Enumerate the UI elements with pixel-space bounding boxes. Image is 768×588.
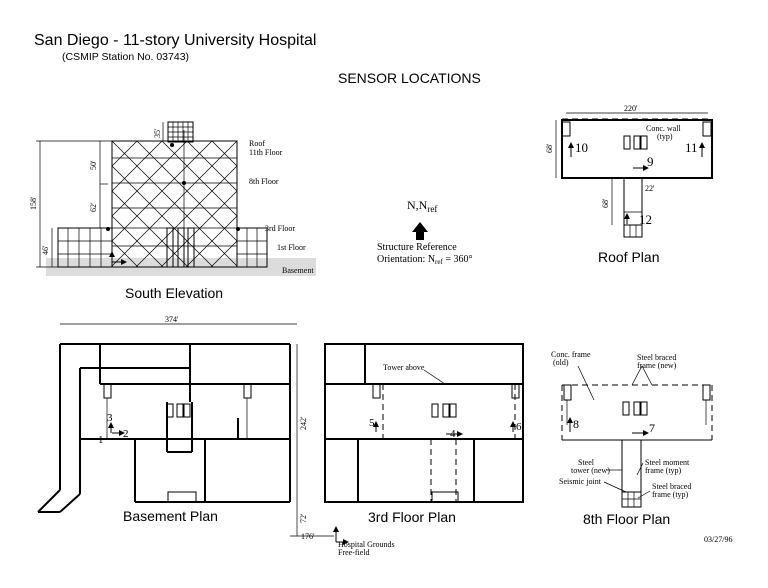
third-floor-plan-caption: 3rd Floor Plan	[368, 509, 456, 525]
sensor-dot	[182, 181, 186, 185]
dim-22: 22'	[645, 184, 655, 193]
sheet-title: San Diego - 11-story University Hospital	[34, 32, 316, 49]
sensor-11: 11	[685, 140, 698, 155]
steel-braced-note: Steel braced	[637, 353, 676, 362]
roof-outline	[561, 119, 713, 179]
conc-frame-note: Conc. frame	[551, 350, 591, 359]
dim-roof-depth: 68'	[545, 143, 554, 153]
sensor-6: 6	[516, 421, 522, 433]
sensor-dot	[170, 143, 174, 147]
sensor-dot	[106, 227, 110, 231]
dim-176: 176'	[301, 532, 315, 541]
sensor-locations-heading: SENSOR LOCATIONS	[338, 70, 481, 86]
south-elevation: Roof 11th Floor 8th Floor 3rd Floor 1st …	[29, 121, 316, 301]
basement-plan-caption: Basement Plan	[123, 508, 218, 524]
roof-plan: 10 11 9 12 Conc. wall (typ) 220' 68' 68'…	[545, 104, 713, 265]
free-field-line-1: Hospital Grounds	[338, 540, 395, 549]
tower-above-note: Tower above	[383, 363, 425, 372]
penthouse-grid	[167, 121, 194, 143]
level-11th-floor: 11th Floor	[249, 148, 283, 157]
steel-braced-new-note: frame (new)	[637, 361, 677, 370]
dim-220: 220'	[624, 104, 638, 113]
drawing-date: 03/27/96	[704, 535, 732, 544]
steel-moment-typ-note: frame (typ)	[645, 466, 682, 475]
free-field-line-2: Free-field	[338, 548, 370, 557]
steel-tower-note: Steel	[578, 458, 595, 467]
dim-72: 72'	[299, 513, 308, 523]
steel-braced-typ-note: Steel braced	[652, 482, 691, 491]
seismic-joint-note: Seismic joint	[559, 477, 602, 486]
reference-orientation: N,Nref Structure Reference Orientation: …	[377, 198, 472, 266]
dim-35: 35'	[153, 128, 162, 138]
reference-line-1: Structure Reference	[377, 242, 457, 253]
level-1st-floor: 1st Floor	[277, 243, 306, 252]
dim-242: 242'	[299, 416, 308, 430]
sensor-10: 10	[575, 140, 588, 155]
conc-frame-old-note: (old)	[553, 358, 569, 367]
eighth-floor-plan-caption: 8th Floor Plan	[583, 511, 670, 527]
level-roof: Roof	[249, 139, 265, 148]
level-3rd-floor: 3rd Floor	[265, 224, 295, 233]
sensor-4: 4	[450, 428, 456, 440]
dim-stem-length: 68'	[601, 198, 610, 208]
sensor-7: 7	[649, 421, 655, 435]
center-core	[166, 130, 195, 268]
sensor-2: 2	[123, 428, 129, 440]
dim-158: 158'	[29, 196, 38, 210]
sensor-1: 1	[98, 434, 104, 446]
elevation-dimensions	[36, 122, 164, 268]
tower-outline	[111, 140, 238, 268]
north-arrow-icon	[412, 222, 428, 240]
sensor-3: 3	[107, 412, 113, 424]
sensor-dot	[236, 227, 240, 231]
third-floor-plan: 5 6 4 Tower above 3rd Floor Plan	[324, 343, 524, 525]
level-basement: Basement	[282, 266, 314, 275]
north-label: N,Nref	[407, 198, 437, 214]
dim-46: 46'	[41, 245, 50, 255]
eighth-floor-plan: 8 7 Conc. frame (old) Steel braced frame…	[551, 350, 713, 527]
reference-line-2: Orientation: Nref = 360°	[377, 254, 472, 266]
steel-braced-frame-typ-note: frame (typ)	[652, 490, 689, 499]
roof-plan-caption: Roof Plan	[598, 249, 659, 265]
sensor-8: 8	[573, 417, 579, 431]
dim-50: 50'	[89, 160, 98, 170]
level-8th-floor: 8th Floor	[249, 177, 279, 186]
tower-bracing	[112, 141, 237, 267]
dim-374: 374'	[165, 315, 179, 324]
sensor-9: 9	[647, 154, 654, 169]
station-number: (CSMIP Station No. 03743)	[62, 51, 189, 63]
sensor-5: 5	[369, 417, 375, 429]
steel-moment-note: Steel moment	[645, 458, 690, 467]
conc-wall-note: Conc. wall	[646, 124, 681, 133]
third-floor-outline	[324, 343, 524, 503]
steel-tower-new-note: tower (new)	[571, 466, 610, 475]
south-elevation-caption: South Elevation	[125, 285, 223, 301]
basement-plan: 374' 1 2 3 242' 72'	[37, 315, 395, 557]
dim-62: 62'	[89, 202, 98, 212]
conc-wall-typ-note: (typ)	[657, 132, 673, 141]
sensor-12: 12	[639, 212, 652, 227]
